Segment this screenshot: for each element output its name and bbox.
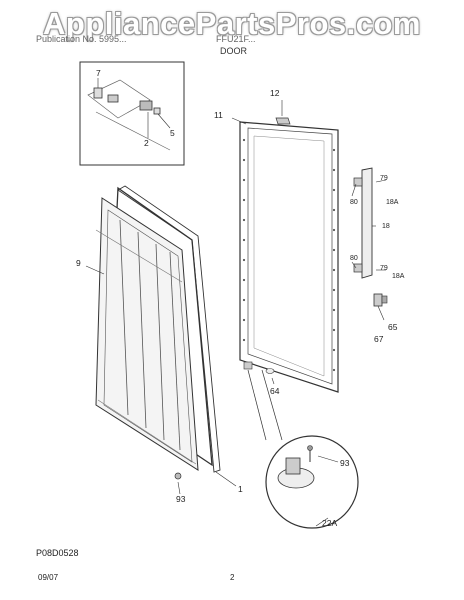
watermark: AppliancePartsPros.com xyxy=(43,6,421,41)
door-assembly xyxy=(239,117,339,393)
callout-67: 67 xyxy=(374,334,384,344)
callout-93-detail: 93 xyxy=(340,458,350,468)
footer-page-number: 2 xyxy=(230,573,235,582)
callout-18a: 18A xyxy=(386,199,399,206)
callout-1: 1 xyxy=(238,484,243,494)
model-number: FFU21F... xyxy=(216,34,256,44)
callout-11: 11 xyxy=(214,110,223,120)
callout-22a: 22A xyxy=(322,518,337,528)
screw-93 xyxy=(174,472,182,480)
callout-5: 5 xyxy=(170,128,175,138)
callout-18: 18 xyxy=(382,223,390,230)
detail-circle xyxy=(243,361,359,529)
callout-9: 9 xyxy=(76,258,81,268)
callout-79-lower: 79 xyxy=(380,265,388,272)
door-gasket xyxy=(117,185,221,473)
callout-93: 93 xyxy=(176,494,186,504)
hinge xyxy=(373,293,388,307)
inset-detail xyxy=(79,61,185,166)
diagram-code: P08D0528 xyxy=(36,548,79,558)
callout-12: 12 xyxy=(270,88,280,98)
callout-64: 64 xyxy=(270,386,280,396)
door-handle xyxy=(353,167,373,279)
callout-7: 7 xyxy=(96,68,101,78)
footer-date: 09/07 xyxy=(38,573,59,582)
callout-65: 65 xyxy=(388,322,398,332)
callout-80-lower: 80 xyxy=(350,255,358,262)
section-title: DOOR xyxy=(220,46,247,56)
callout-80: 80 xyxy=(350,199,358,206)
callout-79: 79 xyxy=(380,175,388,182)
door-panel xyxy=(95,186,213,471)
callout-2: 2 xyxy=(144,138,149,148)
callout-18a-lower: 18A xyxy=(392,273,405,280)
publication-number: Publication No. 5995... xyxy=(36,34,127,44)
callouts: 7 2 5 12 11 79 80 18A 18 80 79 18A 9 65 … xyxy=(76,68,405,528)
